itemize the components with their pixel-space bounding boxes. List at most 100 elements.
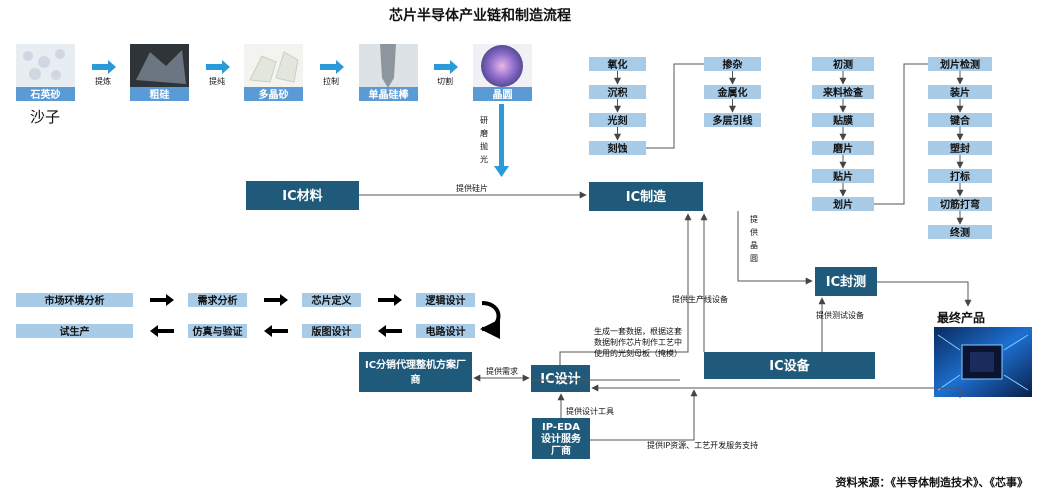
eda-label: IP-EDA: [542, 422, 580, 433]
left-arrow-icon: [378, 325, 402, 337]
design-step: 仿真与验证: [193, 325, 243, 338]
page-title: 芯片半导体产业链和制造流程: [389, 7, 571, 24]
supply-line-equipment-label: 提供生产线设备: [672, 294, 728, 304]
test-step: 打标: [950, 170, 970, 183]
fab-step: 多层引线: [713, 114, 753, 127]
down-arrow-shaft: [499, 104, 504, 166]
ic-package-label: IC封测: [826, 274, 866, 290]
test-step: 键合: [949, 114, 971, 127]
final-product-label: 最终产品: [937, 310, 985, 325]
design-step: 需求分析: [198, 294, 238, 307]
right-arrow-icon: [206, 60, 230, 74]
fab-step: 光刻: [607, 114, 628, 127]
step-label: 提炼: [95, 76, 111, 86]
fab-connector: [646, 63, 704, 149]
test-step: 贴膜: [832, 114, 853, 127]
design-flow-bottom: 试生产 仿真与验证 版图设计 电路设计: [16, 324, 475, 338]
distributor-node: [359, 352, 472, 392]
material-box: [359, 87, 418, 101]
right-arrow-icon: [434, 60, 458, 74]
right-arrow-icon: [150, 294, 174, 306]
fab-step: 金属化: [717, 86, 748, 99]
fab-step: 氧化: [607, 58, 628, 71]
left-arrow-icon: [264, 325, 288, 337]
fab-step: 沉积: [608, 86, 628, 99]
final-to-design-arrow: [591, 384, 961, 398]
design-step: 芯片定义: [312, 294, 353, 307]
material-label: 单晶硅棒: [369, 88, 410, 101]
sand-caption: 沙子: [30, 108, 60, 126]
polish-label: 研 磨 抛 光: [480, 116, 488, 164]
fab-steps-b: 掺杂 金属化 多层引线: [704, 57, 761, 127]
eda-label: 设计服务: [541, 432, 582, 445]
material-box: [16, 87, 75, 101]
source-note: 资料来源：《半导体制造技术》、《芯事》: [836, 475, 1029, 489]
provide-wafer-vertical-label: 提 供 晶 圆: [750, 214, 758, 263]
test-step: 初测: [833, 58, 853, 71]
right-arrow-icon: [92, 60, 116, 74]
material-label: 晶圆: [493, 89, 513, 101]
material-box: [130, 87, 189, 101]
ic-material-node: [246, 181, 359, 210]
ic-equipment-node: [704, 352, 875, 379]
test-step: 来料检查: [822, 86, 864, 99]
test-connector: [874, 63, 928, 205]
supply-ip-arrow: [590, 389, 698, 441]
material-box: [473, 87, 532, 101]
design-step: 逻辑设计: [426, 294, 466, 307]
ic-material-label: IC材料: [282, 188, 322, 204]
svg-text:光: 光: [480, 154, 488, 164]
ic-design-label: IC设计: [540, 371, 580, 387]
ic-package-node: [815, 267, 877, 296]
test-step: 贴片: [832, 170, 853, 183]
supply-demand-label: 提供需求: [486, 366, 518, 376]
material-labels: 石英砂 粗硅 多晶砂 单晶硅棒 晶圆: [16, 87, 532, 101]
test-steps-a: 初测 来料检查 贴膜 磨片 贴片 划片: [812, 57, 874, 211]
svg-text:数据制作芯片制作工艺中: 数据制作芯片制作工艺中: [594, 337, 682, 347]
fab-steps-a: 氧化 沉积 光刻 刻蚀: [589, 57, 646, 155]
material-images: [16, 44, 532, 88]
supply-ip-label: 提供IP资源、工艺开发服务支持: [647, 440, 758, 450]
design-note: 生成一套数据，根据这套 数据制作芯片制作工艺中 使用的光刻母板（掩模）: [594, 326, 682, 358]
fab-step: 刻蚀: [608, 142, 628, 155]
svg-text:生成一套数据，根据这套: 生成一套数据，根据这套: [594, 326, 682, 336]
step-label: 拉制: [323, 76, 339, 86]
design-step: 电路设计: [426, 325, 466, 338]
ic-manufacture-node: [589, 182, 703, 211]
design-to-manufacture-arrow: [559, 213, 692, 365]
test-step: 塑封: [950, 142, 970, 155]
eda-label: 厂商: [551, 444, 571, 457]
supply-wafer-label: 提供硅片: [456, 183, 488, 193]
distributor-label: IC分销代理整机方案厂: [365, 358, 466, 371]
u-turn-arrow-icon: [480, 301, 501, 339]
left-arrow-icon: [150, 325, 174, 337]
eda-node: [532, 418, 590, 459]
test-step: 装片: [949, 86, 970, 99]
provide-wafer-arrow: [737, 211, 813, 285]
design-flow-top: 市场环境分析 需求分析 芯片定义 逻辑设计: [16, 293, 475, 307]
svg-text:抛: 抛: [480, 141, 488, 151]
test-steps-b: 划片检测 装片 键合 塑封 打标 切筋打弯 终测: [928, 57, 992, 239]
svg-text:使用的光刻母板（掩模）: 使用的光刻母板（掩模）: [594, 348, 682, 358]
svg-text:圆: 圆: [750, 254, 758, 263]
svg-text:提: 提: [750, 214, 758, 224]
chip-image: [934, 327, 1032, 397]
design-step: 版图设计: [312, 325, 352, 338]
design-step: 试生产: [60, 325, 90, 338]
ic-design-node: [531, 365, 590, 392]
material-label: 粗硅: [150, 88, 170, 101]
test-step: 划片检测: [940, 58, 980, 71]
test-step: 切筋打弯: [940, 198, 980, 211]
design-step: 市场环境分析: [45, 294, 105, 307]
material-box: [244, 87, 303, 101]
svg-text:晶: 晶: [750, 241, 758, 250]
material-label: 石英砂: [30, 88, 61, 101]
test-step: 磨片: [832, 142, 853, 155]
test-step: 终测: [950, 226, 970, 239]
right-arrow-icon: [320, 60, 344, 74]
step-label: 切割: [437, 76, 453, 86]
ic-equipment-label: IC设备: [769, 358, 810, 374]
ic-manufacture-label: IC制造: [626, 189, 667, 205]
distributor-label: 商: [411, 373, 421, 386]
